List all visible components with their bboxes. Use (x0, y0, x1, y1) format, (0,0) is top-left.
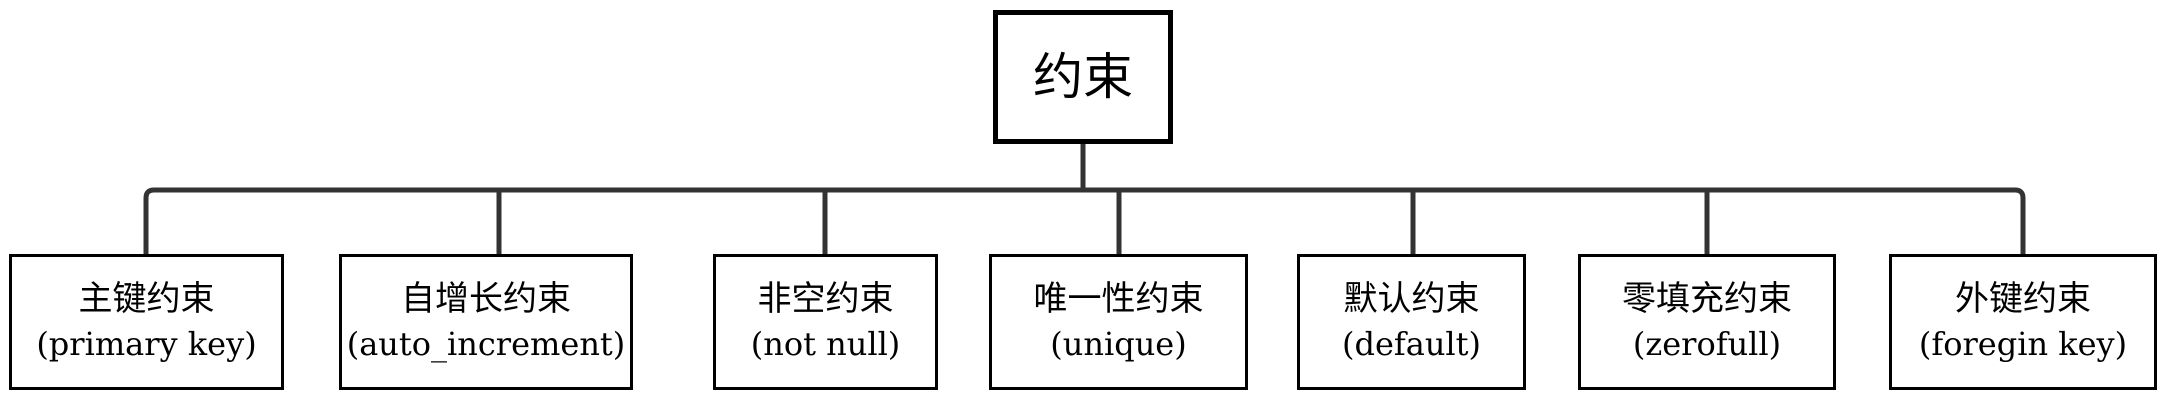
child-label-en: (unique) (1050, 325, 1187, 364)
child-label-en: (default) (1341, 325, 1481, 364)
root-node: 约束 (993, 10, 1173, 144)
child-label-en: (auto_increment) (346, 325, 626, 364)
child-node-not-null: 非空约束 (not null) (713, 254, 938, 390)
root-label: 约束 (1033, 48, 1133, 106)
child-node-auto-increment: 自增长约束 (auto_increment) (339, 254, 633, 390)
child-node-unique: 唯一性约束 (unique) (989, 254, 1248, 390)
child-label-en: (zerofull) (1632, 325, 1782, 364)
child-node-default: 默认约束 (default) (1297, 254, 1526, 390)
child-node-foreign-key: 外键约束 (foregin key) (1889, 254, 2157, 390)
child-label-en: (primary key) (36, 325, 257, 364)
child-label-en: (not null) (750, 325, 901, 364)
child-label-en: (foregin key) (1918, 325, 2128, 364)
child-label-cn: 自增长约束 (401, 278, 571, 319)
child-node-zerofill: 零填充约束 (zerofull) (1578, 254, 1836, 390)
child-label-cn: 唯一性约束 (1033, 278, 1204, 319)
child-label-cn: 零填充约束 (1622, 278, 1792, 319)
child-label-cn: 主键约束 (78, 278, 215, 319)
child-node-primary-key: 主键约束 (primary key) (9, 254, 284, 390)
child-label-cn: 非空约束 (757, 278, 894, 319)
child-label-cn: 默认约束 (1343, 278, 1480, 319)
horizontal-bus-line (143, 187, 2026, 257)
child-label-cn: 外键约束 (1955, 278, 2091, 319)
